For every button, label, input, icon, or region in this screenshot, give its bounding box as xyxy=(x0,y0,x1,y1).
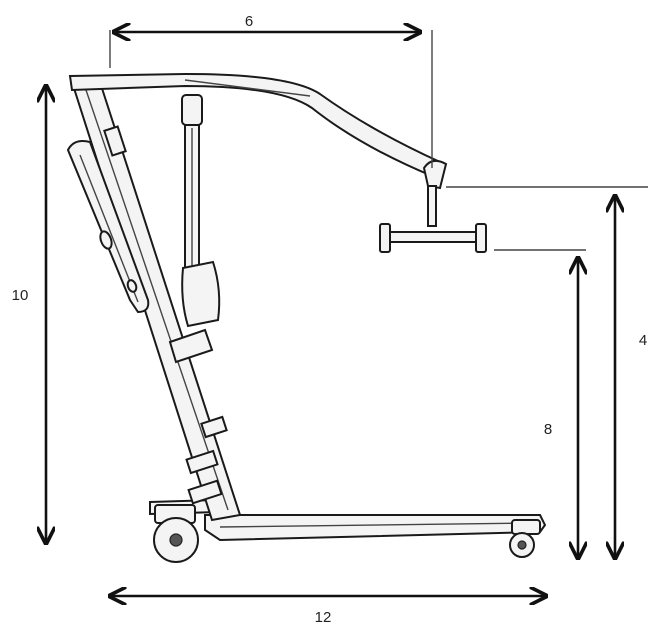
rear-caster xyxy=(153,504,199,563)
patient-lift-illustration xyxy=(66,72,547,563)
boom-reach-label: 6 xyxy=(245,13,253,30)
actuator xyxy=(181,94,221,328)
mast-height-label: 10 xyxy=(12,287,29,304)
base-length-label: 12 xyxy=(315,609,332,626)
spreader-height-label: 4 xyxy=(639,332,647,349)
hook-height-label: 8 xyxy=(544,421,552,438)
front-caster xyxy=(509,519,541,558)
dimension-lines xyxy=(46,30,648,596)
battery-box xyxy=(66,140,150,314)
spreader-bar xyxy=(379,159,487,253)
